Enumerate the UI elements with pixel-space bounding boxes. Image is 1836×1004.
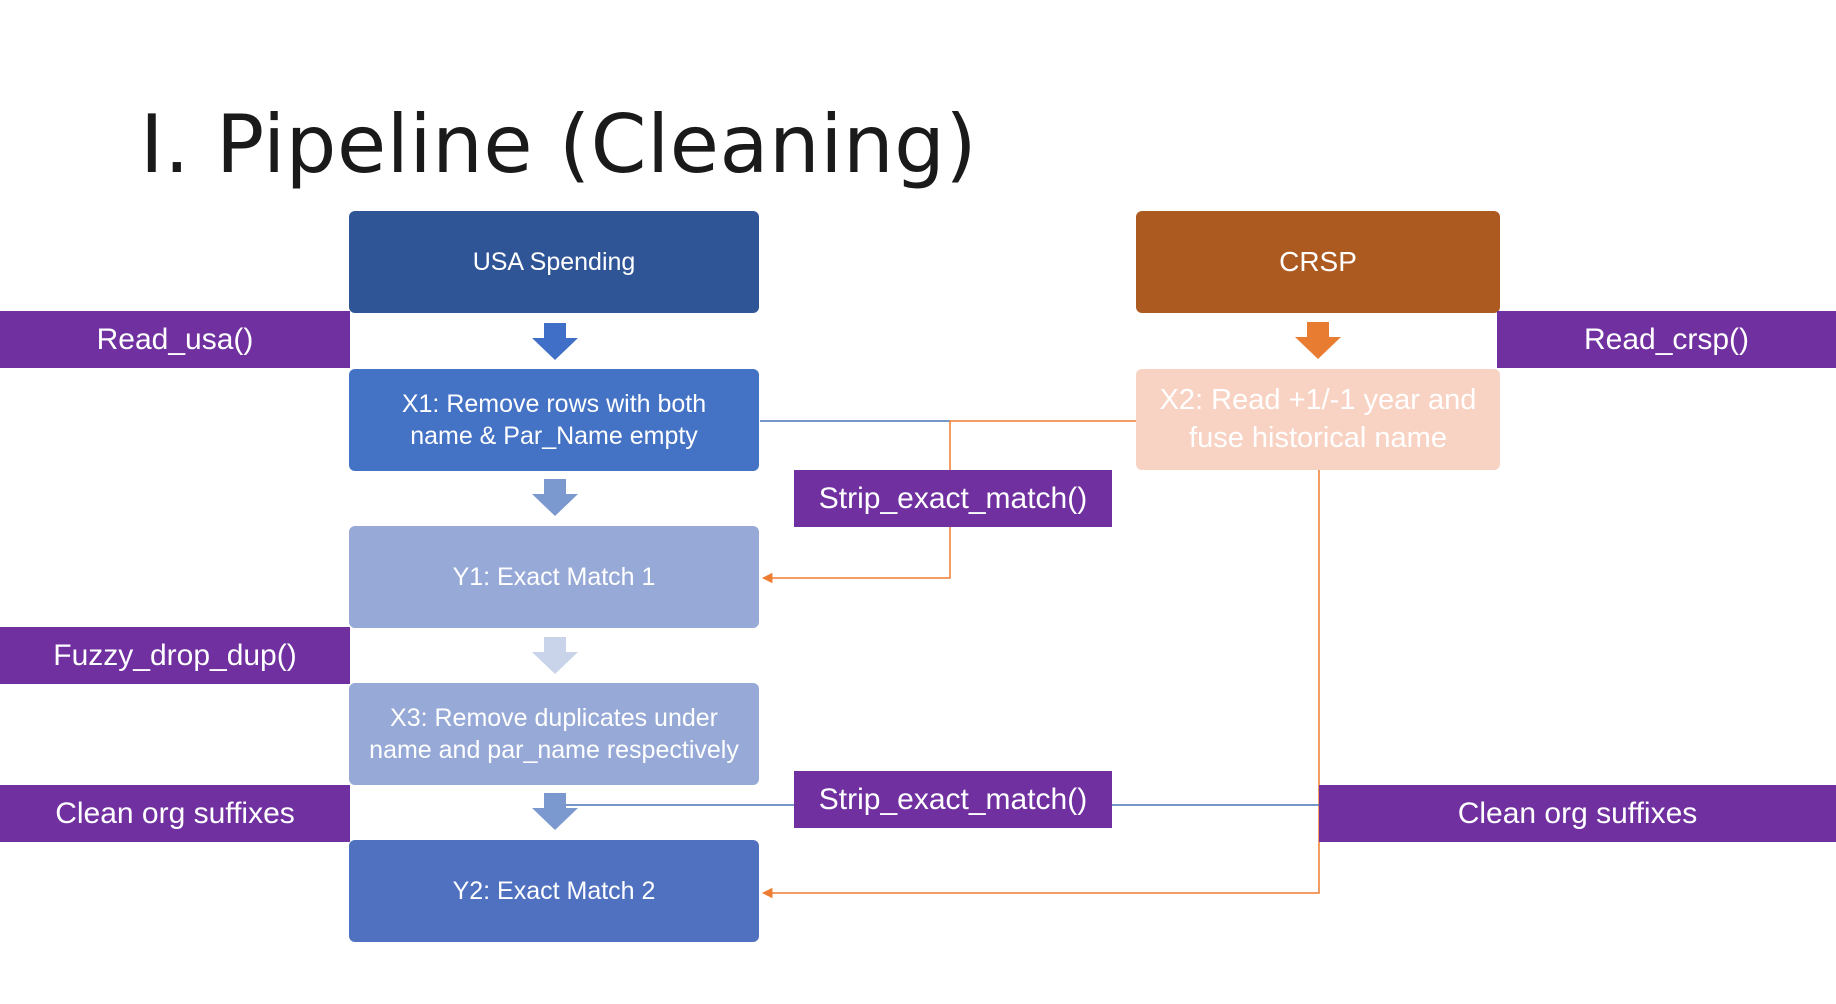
clean-org-suffixes-text-left: Clean org suffixes [55, 796, 295, 830]
y1-text: Y1: Exact Match 1 [452, 562, 656, 591]
read-crsp-label[interactable]: Read_crsp() [1497, 311, 1836, 368]
crsp-box[interactable]: CRSP [1136, 211, 1500, 313]
read-usa-label[interactable]: Read_usa() [0, 311, 350, 368]
x1-box[interactable]: X1: Remove rows with both name & Par_Nam… [349, 369, 759, 471]
x2-box[interactable]: X2: Read +1/-1 year and fuse historical … [1136, 369, 1500, 470]
usa-spending-box[interactable]: USA Spending [349, 211, 759, 313]
x3-box[interactable]: X3: Remove duplicates under name and par… [349, 683, 759, 785]
down-arrow-icon [532, 323, 578, 360]
strip-exact-match-text-2: Strip_exact_match() [818, 782, 1088, 816]
x2-text: X2: Read +1/-1 year and fuse historical … [1159, 383, 1477, 454]
y2-text: Y2: Exact Match 2 [452, 876, 656, 905]
strip-exact-match-text-1: Strip_exact_match() [818, 481, 1088, 515]
read-usa-text: Read_usa() [96, 322, 254, 356]
fuzzy-drop-dup-text: Fuzzy_drop_dup() [53, 638, 297, 672]
slide-title: I. Pipeline (Cleaning) [140, 98, 978, 191]
down-arrow-icon [532, 479, 578, 516]
clean-org-suffixes-label-right[interactable]: Clean org suffixes [1319, 785, 1836, 842]
y1-box[interactable]: Y1: Exact Match 1 [349, 526, 759, 628]
read-crsp-text: Read_crsp() [1583, 322, 1750, 356]
usa-spending-text: USA Spending [472, 247, 636, 276]
crsp-text: CRSP [1279, 245, 1357, 277]
x1-text: X1: Remove rows with both name & Par_Nam… [401, 389, 707, 451]
y2-box[interactable]: Y2: Exact Match 2 [349, 840, 759, 942]
fuzzy-drop-dup-label[interactable]: Fuzzy_drop_dup() [0, 627, 350, 684]
x2-to-y2-connector [761, 470, 1320, 899]
down-arrow-icon [1295, 322, 1341, 359]
clean-org-suffixes-label-left[interactable]: Clean org suffixes [0, 785, 350, 842]
down-arrow-icon [532, 793, 578, 830]
strip-exact-match-label-1[interactable]: Strip_exact_match() [794, 470, 1112, 527]
down-arrow-icon [532, 637, 578, 674]
clean-org-suffixes-text-right: Clean org suffixes [1457, 796, 1698, 830]
strip-exact-match-label-2[interactable]: Strip_exact_match() [794, 771, 1112, 828]
x3-text: X3: Remove duplicates under name and par… [369, 703, 739, 765]
